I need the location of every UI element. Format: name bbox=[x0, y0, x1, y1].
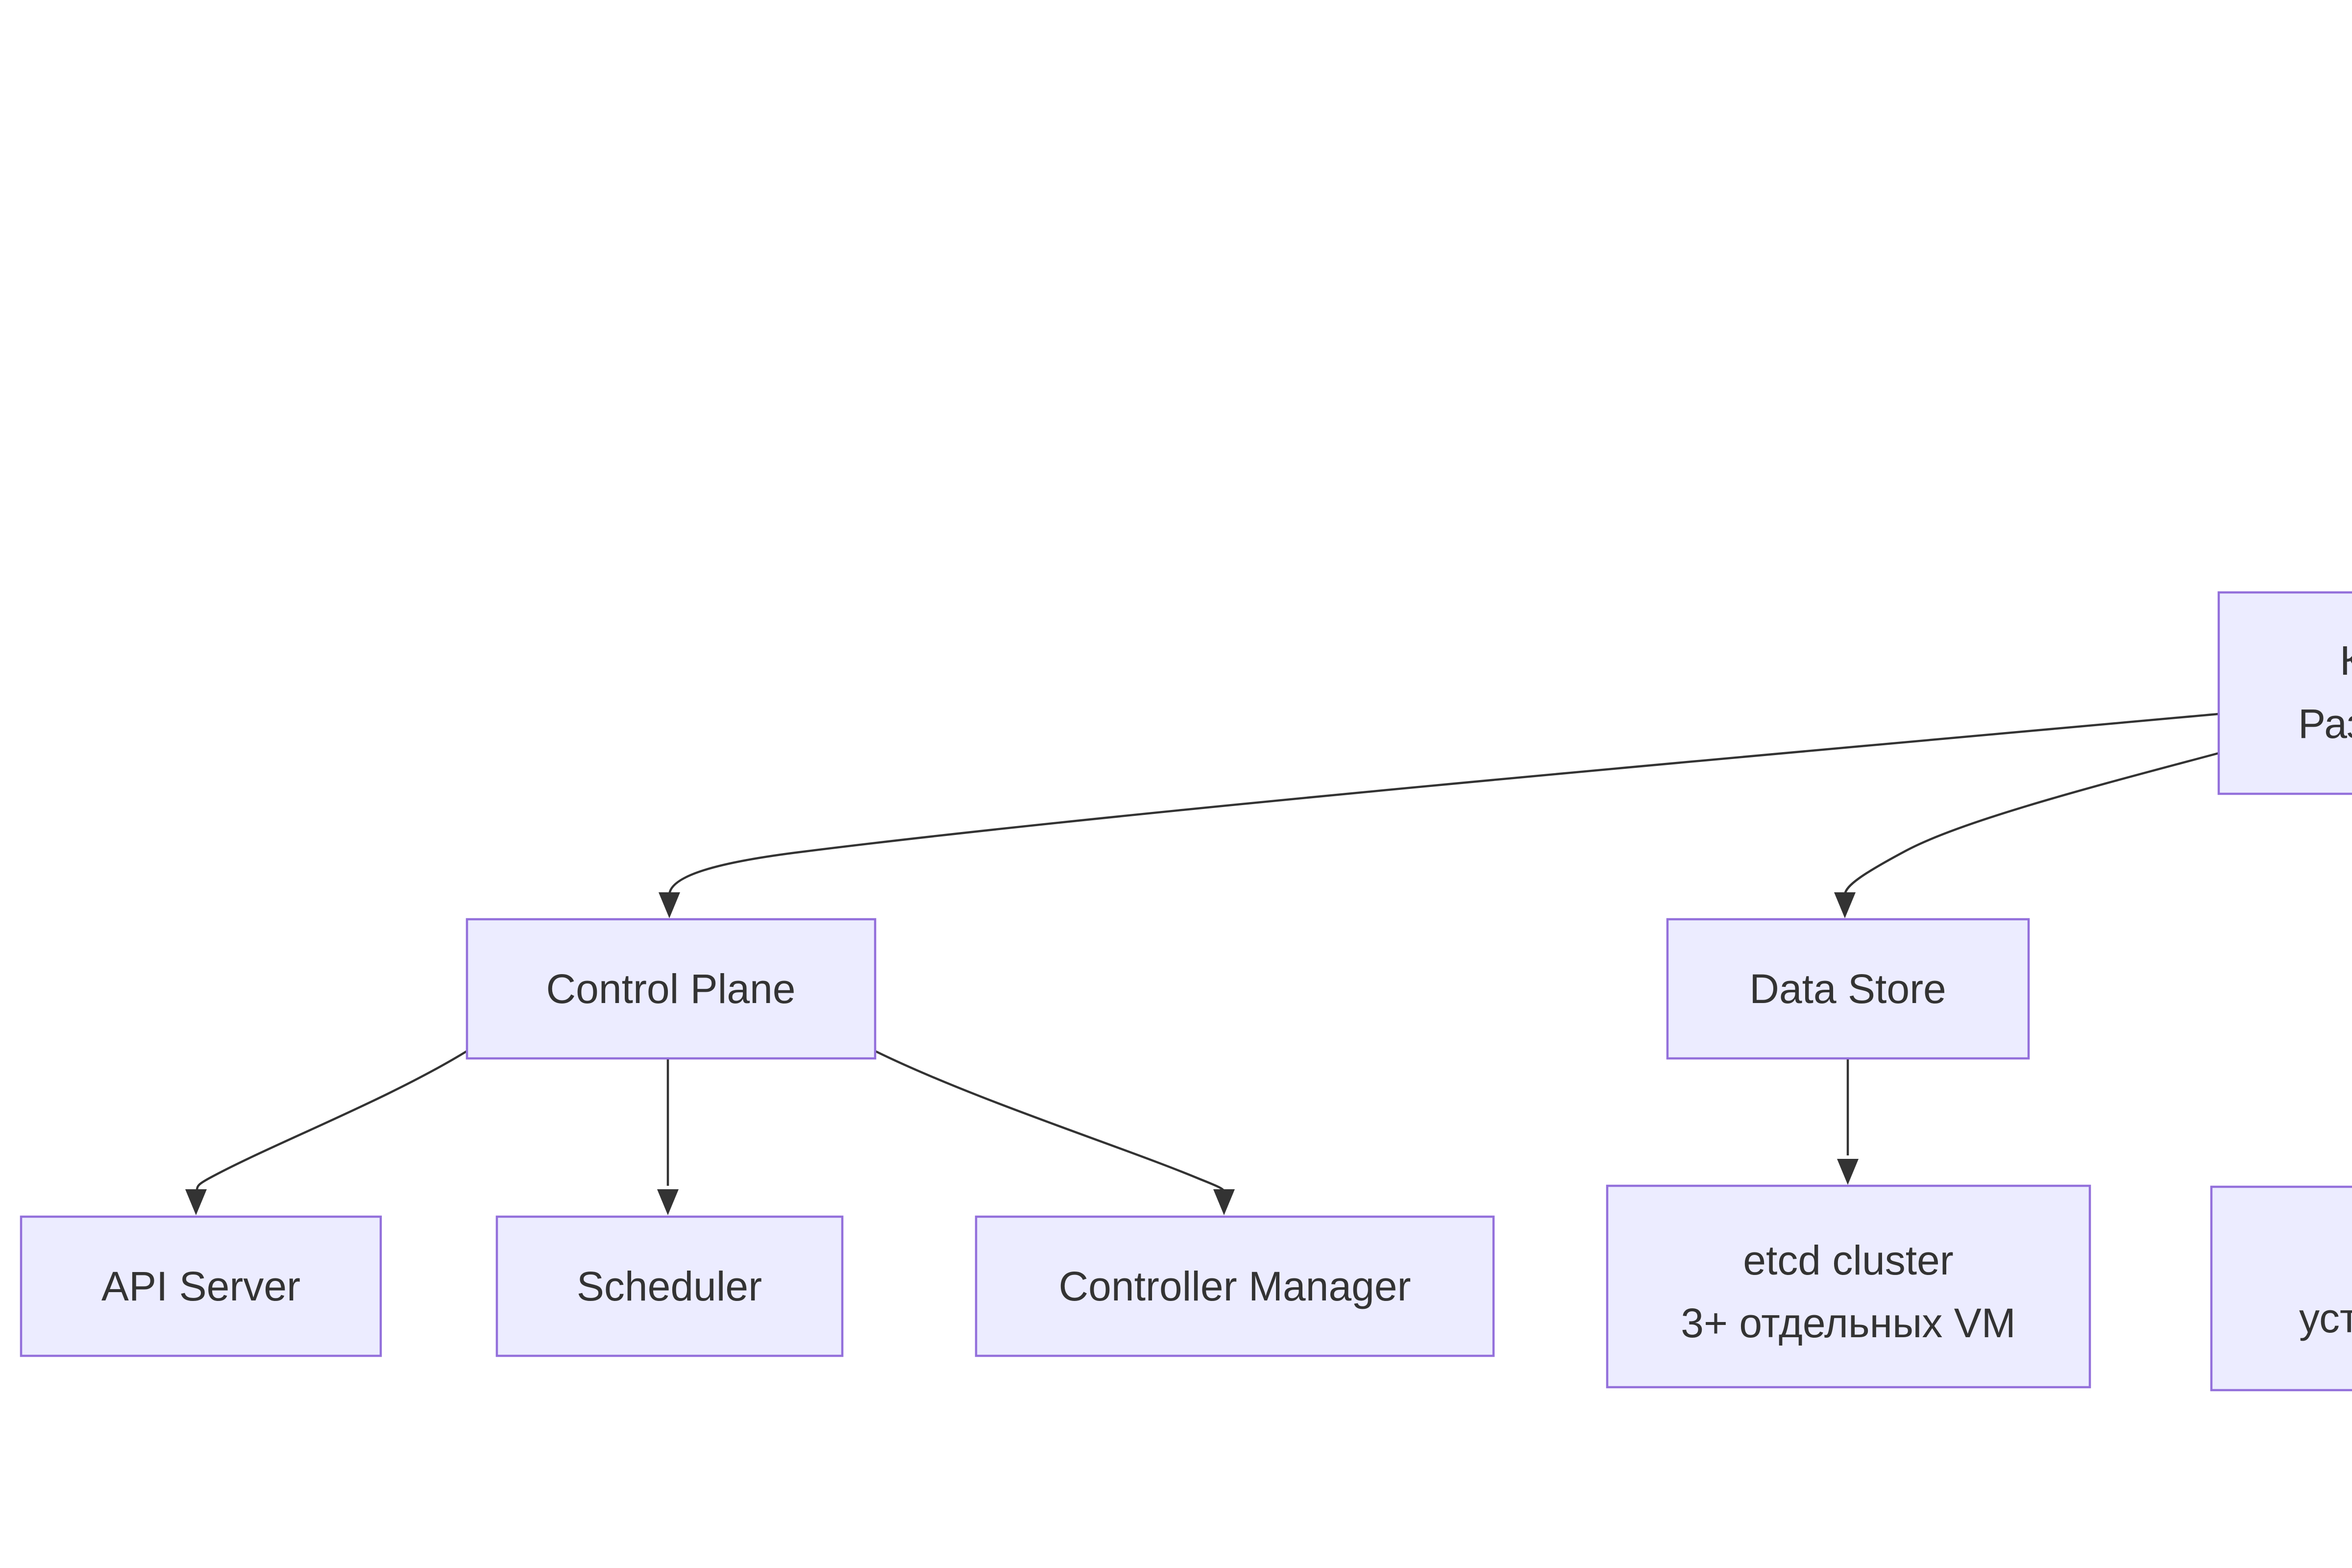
edge-control-plane-to-controller-manager bbox=[875, 1050, 1225, 1192]
node-etcd-cluster-label-line1: etcd cluster bbox=[1743, 1237, 1954, 1283]
node-api-server-label: API Server bbox=[101, 1263, 300, 1309]
node-scheduler: Scheduler bbox=[495, 1215, 844, 1357]
node-data-store-label: Data Store bbox=[1749, 966, 1946, 1012]
arrowhead-api-server bbox=[185, 1189, 207, 1215]
node-etcd-cluster: etcd cluster 3+ отдельных VM bbox=[1606, 1184, 2091, 1389]
arrowhead-control-plane bbox=[659, 892, 680, 918]
node-etcd-cluster-label-line2: 3+ отдельных VM bbox=[1681, 1300, 2015, 1346]
arrowhead-scheduler bbox=[657, 1189, 679, 1215]
node-data-store: Data Store bbox=[1666, 918, 2030, 1060]
node-controller-manager: Controller Manager bbox=[975, 1215, 1495, 1357]
arrowhead-etcd bbox=[1837, 1159, 1859, 1185]
edge-root-to-data-store bbox=[1843, 752, 2219, 895]
node-etcd-cluster-rect bbox=[1606, 1184, 2091, 1389]
node-root-label-line1: К bbox=[2340, 637, 2352, 684]
node-controller-manager-label: Controller Manager bbox=[1058, 1263, 1411, 1309]
node-api-server-rect bbox=[20, 1215, 382, 1357]
node-bottom-right-label-line1: уста bbox=[2299, 1295, 2352, 1341]
node-bottom-right-truncated: уста bbox=[2210, 1185, 2352, 1392]
arrowhead-data-store bbox=[1834, 892, 1856, 918]
edge-root-to-control-plane bbox=[668, 712, 2219, 895]
node-root-rect bbox=[2217, 591, 2352, 795]
node-data-store-rect bbox=[1666, 918, 2030, 1060]
node-scheduler-rect bbox=[495, 1215, 844, 1357]
node-api-server: API Server bbox=[20, 1215, 382, 1357]
node-bottom-right-rect bbox=[2210, 1185, 2352, 1392]
node-root-label-line2: Раз bbox=[2298, 701, 2352, 747]
node-control-plane: Control Plane bbox=[466, 918, 877, 1060]
node-controller-manager-rect bbox=[975, 1215, 1495, 1357]
arrowhead-controller-manager bbox=[1213, 1189, 1235, 1215]
node-control-plane-rect bbox=[466, 918, 877, 1060]
edges-layer bbox=[185, 712, 2219, 1215]
edge-control-plane-to-api-server bbox=[196, 1050, 468, 1191]
node-control-plane-label: Control Plane bbox=[546, 966, 796, 1012]
node-scheduler-label: Scheduler bbox=[577, 1263, 762, 1309]
node-root-truncated: К Раз bbox=[2217, 591, 2352, 795]
